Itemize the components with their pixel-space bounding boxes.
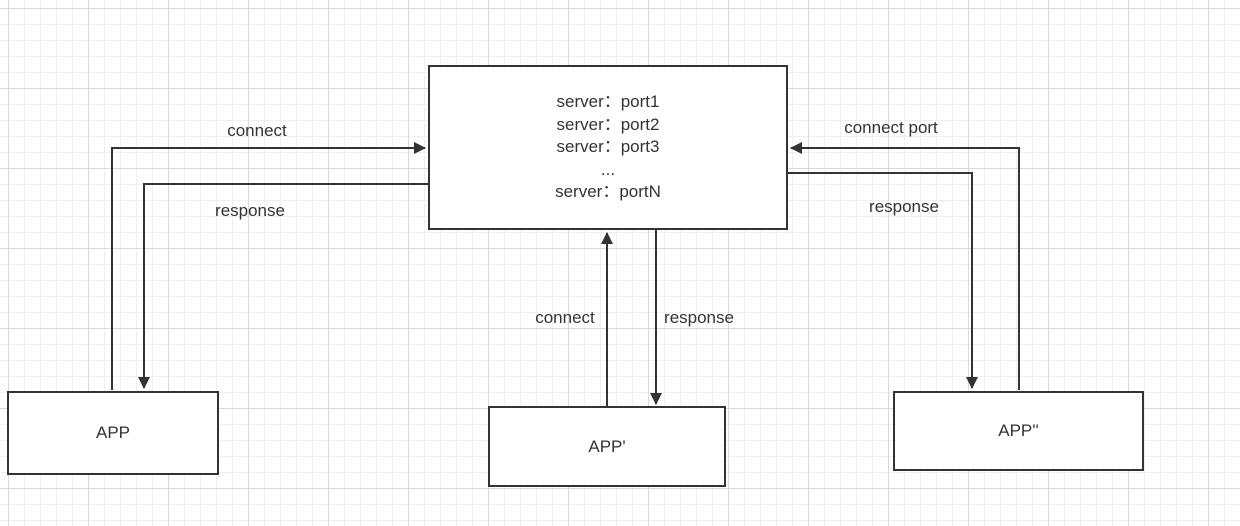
app1-connect-arrow: [111, 142, 426, 390]
app-prime-label: APP': [588, 436, 626, 456]
app3-response-arrow: [788, 172, 978, 389]
app2-response-label: response: [664, 308, 734, 327]
server-box: server：port1 server：port2 server：port3 .…: [428, 65, 788, 230]
app1-response-label: response: [215, 201, 285, 220]
server-ellipsis: ...: [600, 159, 616, 179]
app-double-prime-box: APP'': [893, 391, 1144, 471]
server-port-line: server：portN: [555, 182, 661, 202]
app-box: APP: [7, 391, 219, 475]
app-prime-box: APP': [488, 406, 726, 487]
app3-response-label: response: [869, 197, 939, 216]
app3-connect-label: connect port: [844, 118, 938, 137]
app2-connect-label: connect: [535, 308, 595, 327]
server-port-line: server：port2: [556, 114, 660, 134]
app3-connect-arrow: [790, 142, 1020, 390]
app-double-prime-label: APP'': [998, 421, 1039, 440]
app1-response-arrow: [138, 183, 428, 389]
app-label: APP: [95, 423, 131, 442]
server-port-line: server：port1: [556, 92, 660, 112]
app1-connect-label: connect: [227, 121, 287, 140]
server-port-line: server：port3: [556, 137, 660, 157]
